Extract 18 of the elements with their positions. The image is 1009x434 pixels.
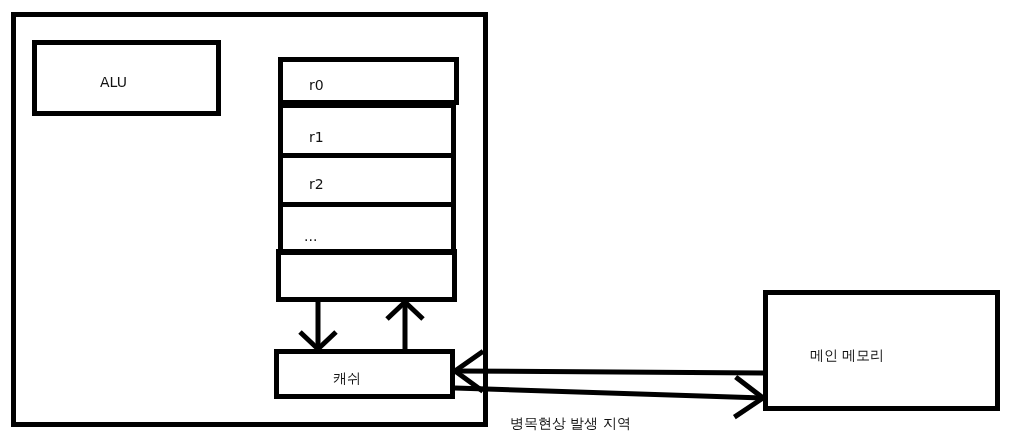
arrow: [297, 302, 339, 352]
register-label: r1: [309, 128, 324, 146]
register-box: [278, 57, 459, 105]
memory-box: [763, 290, 1000, 411]
arrow: [452, 348, 763, 394]
register-box: [276, 249, 457, 302]
annotation-text: 병목현상 발생 지역: [510, 414, 631, 432]
register-label: ...: [304, 227, 318, 245]
alu-box: [32, 40, 221, 116]
cache-box: [274, 349, 455, 399]
arrow: [454, 374, 766, 420]
outer-frame: [11, 12, 488, 427]
register-label: r0: [309, 76, 324, 94]
memory-label: 메인 메모리: [810, 346, 885, 364]
arrow: [384, 299, 426, 349]
alu-label: ALU: [100, 73, 127, 91]
register-label: r2: [309, 175, 324, 193]
cache-label: 캐쉬: [333, 369, 361, 387]
